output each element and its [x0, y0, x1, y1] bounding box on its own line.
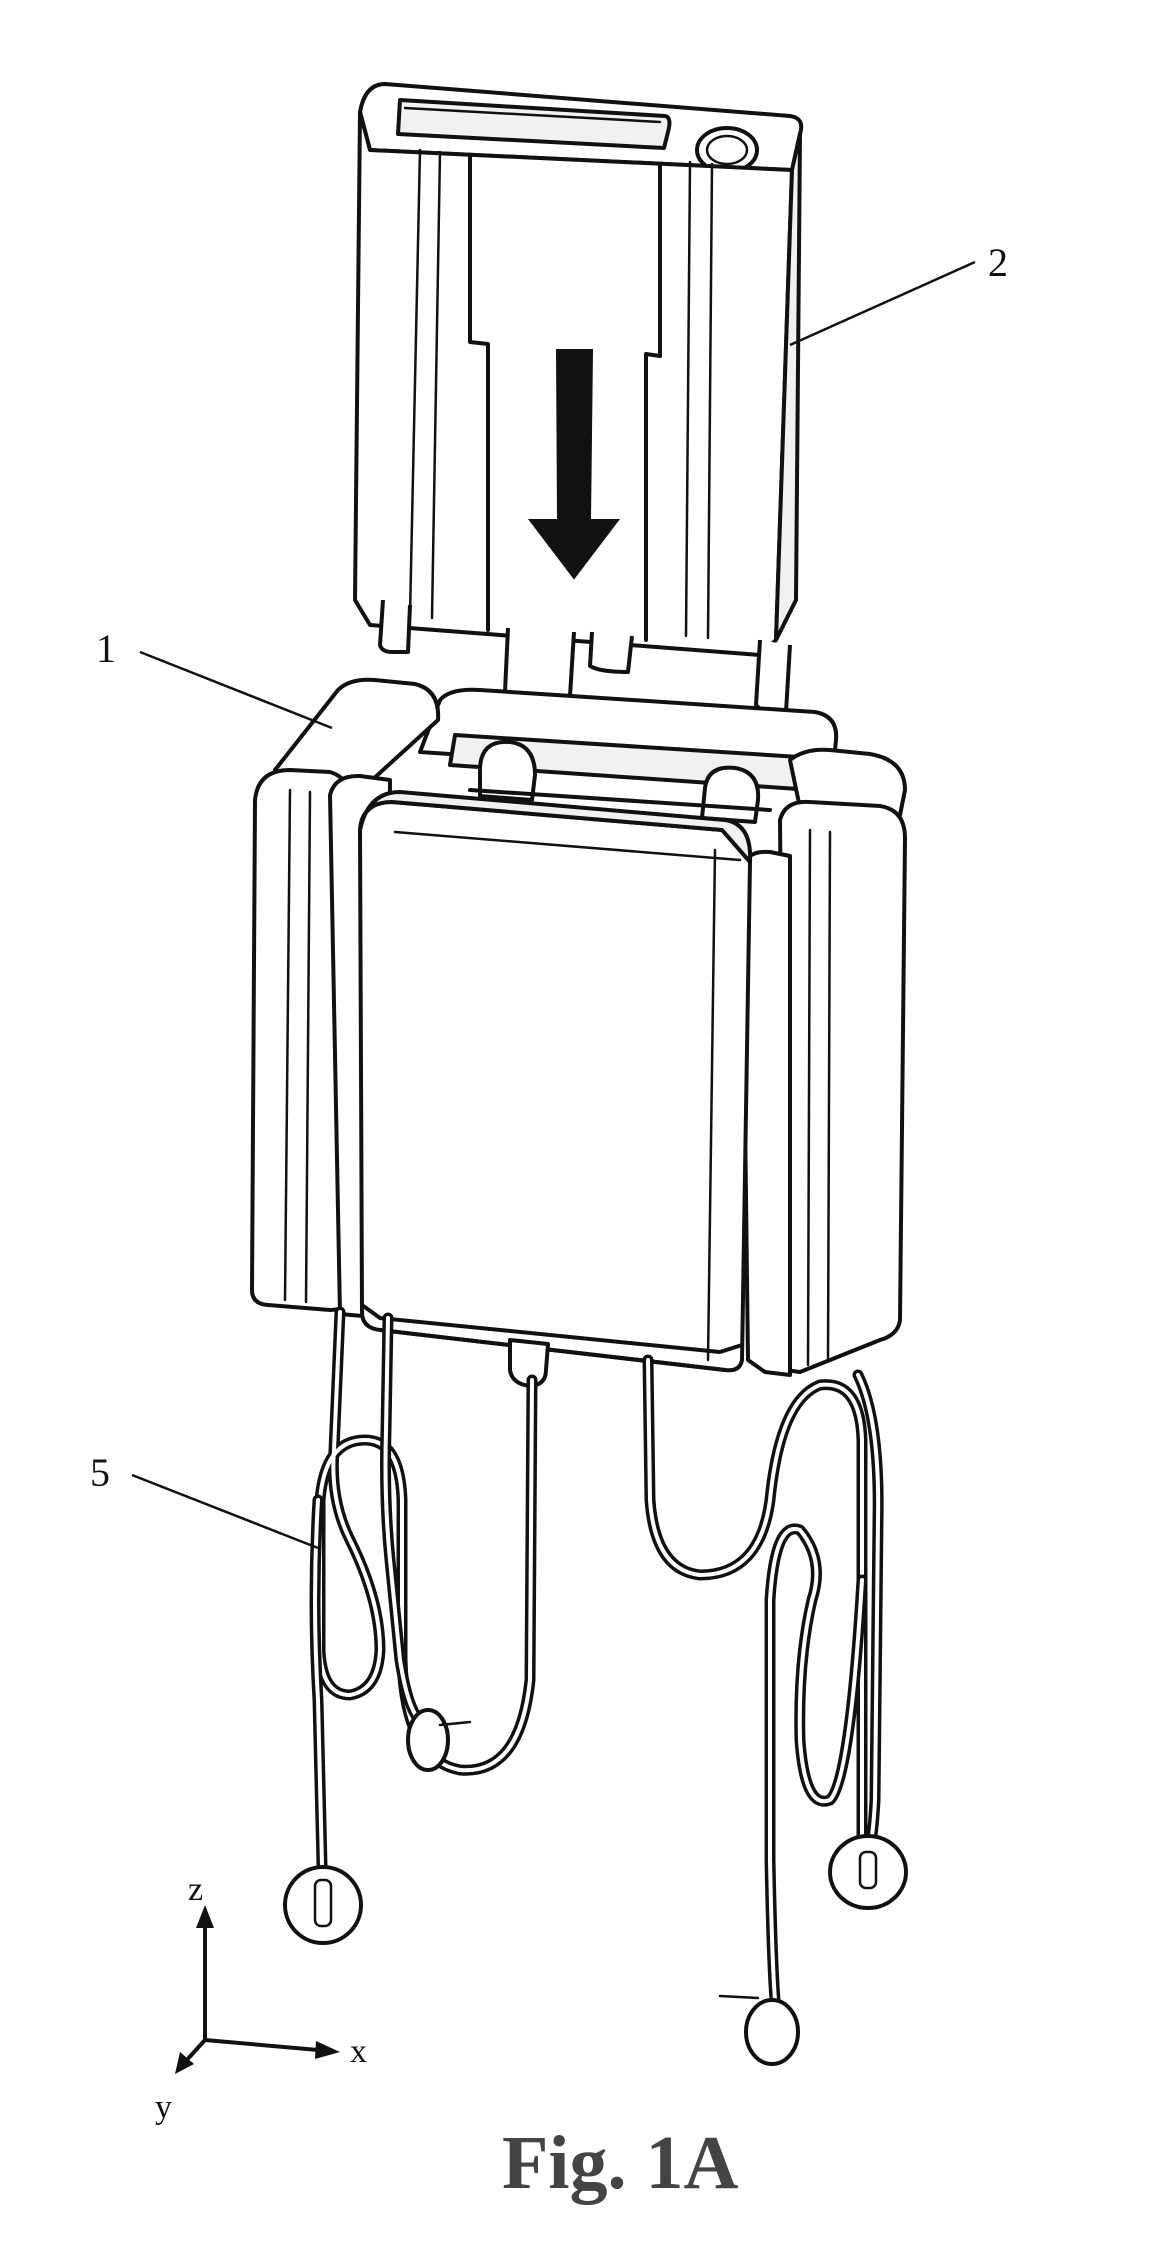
ref-numeral-5: 5: [90, 1450, 110, 1495]
electrode-bottom: [718, 1994, 800, 2066]
leader-line-1: [139, 650, 333, 730]
coordinate-axes: z x y: [155, 1871, 367, 2126]
axis-label-z: z: [188, 1871, 203, 1908]
figure-caption: Fig. 1A: [502, 2121, 739, 2205]
leader-line-5: [131, 1473, 319, 1550]
axis-label-y: y: [155, 2089, 172, 2126]
ref-numeral-1: 1: [96, 626, 116, 671]
down-arrow-icon: [527, 349, 621, 580]
electrode-right: [828, 1834, 908, 1910]
ref-numeral-2: 2: [988, 240, 1008, 285]
electrode-left: [283, 1865, 363, 1945]
x-arrow-icon: [315, 2041, 340, 2059]
cable-assembly: [283, 1306, 908, 2066]
y-arrow-icon: [175, 2052, 194, 2074]
z-arrow-icon: [196, 1905, 214, 1928]
leader-line-2: [789, 260, 976, 347]
axis-label-x: x: [350, 2033, 367, 2070]
electrode-middle: [406, 1708, 472, 1772]
housing-part: [250, 677, 907, 1377]
